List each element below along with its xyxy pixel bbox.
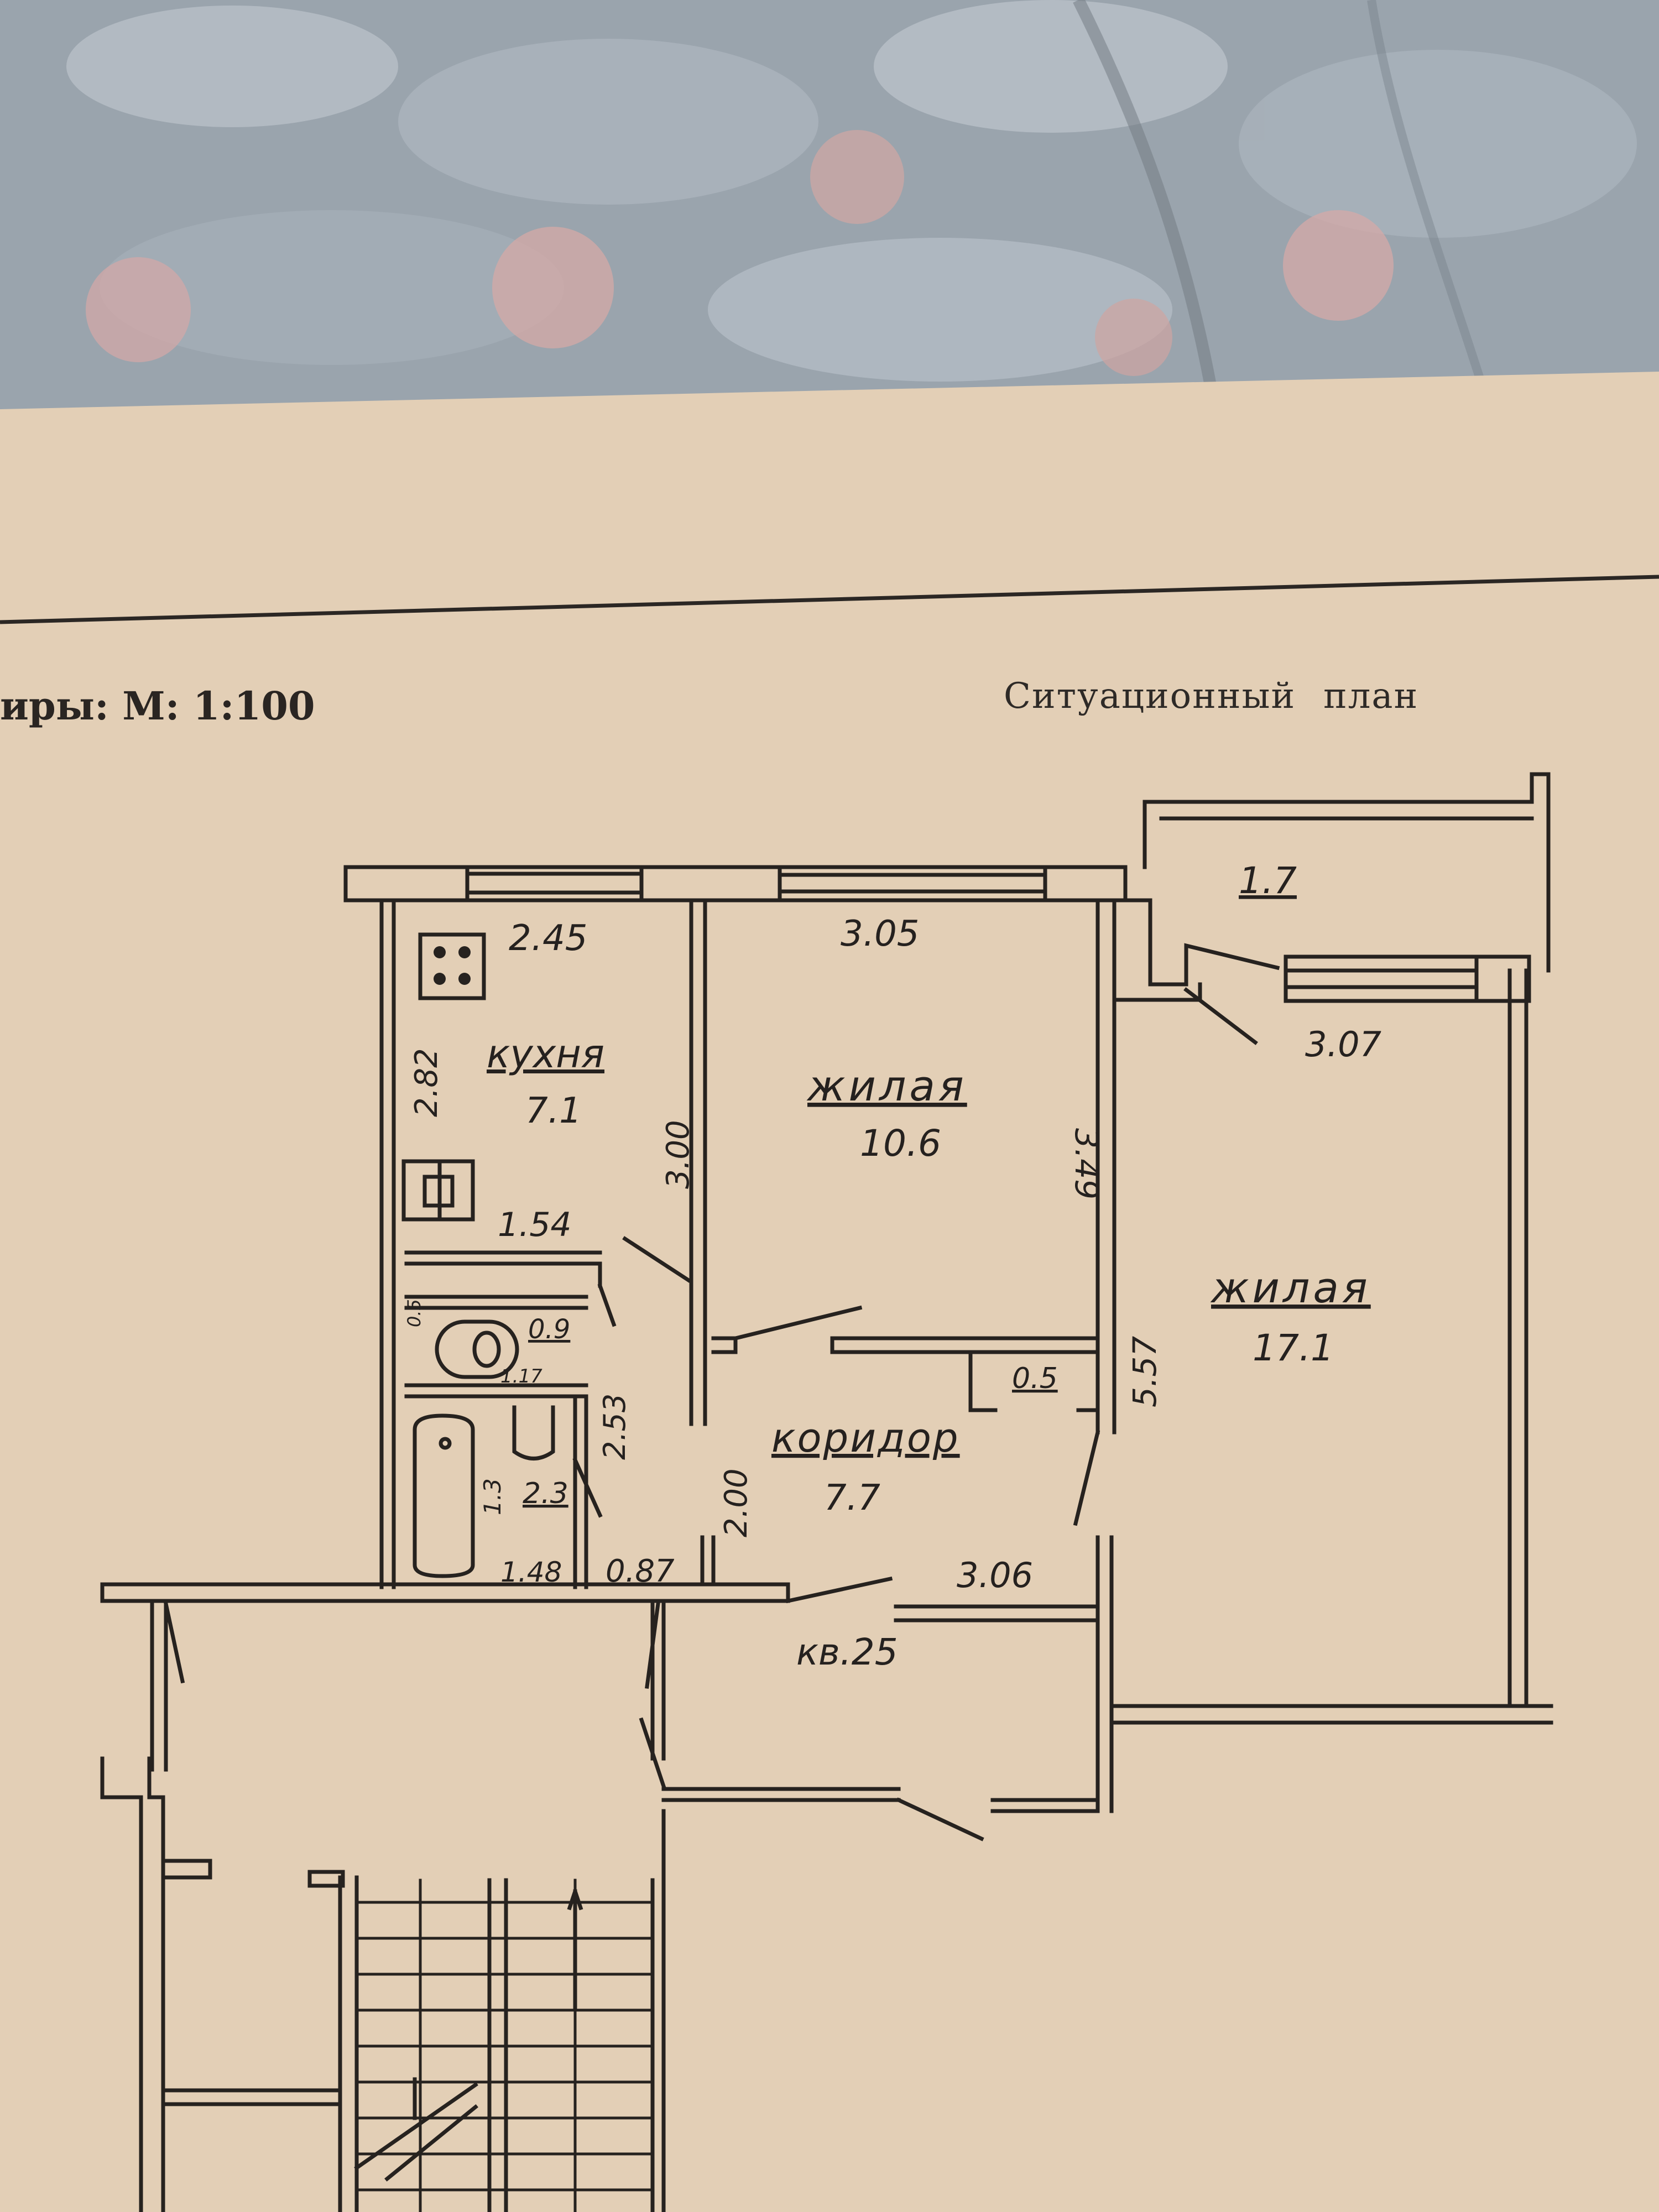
living-small-name-label: жилая	[806, 1061, 967, 1110]
stair-treads	[355, 1879, 654, 2212]
wc-depth-label: 0.5	[404, 1299, 425, 1327]
large-room-depth-label: 5.57	[1126, 1336, 1164, 1407]
kitchen-length-label: 2.82	[409, 1048, 445, 1117]
closet-area-label: 0.5	[1012, 1362, 1058, 1395]
entry-width-label: 3.06	[957, 1555, 1033, 1595]
room-depth-label: 3.49	[1068, 1128, 1105, 1199]
wc-area-label: 0.9	[528, 1314, 570, 1345]
corridor-seg-label: 0.87	[606, 1553, 675, 1589]
scale-label: иры: М: 1:100	[0, 683, 315, 729]
large-room-walls	[1112, 968, 1553, 1725]
balcony-area-label: 1.7	[1239, 859, 1297, 902]
kitchen-name-label: кухня	[487, 1031, 604, 1077]
room-lower-partition	[711, 1305, 1100, 1354]
bathtub-icon	[413, 1413, 475, 1578]
living-small-area-label: 10.6	[860, 1122, 941, 1165]
stove-icon	[418, 932, 486, 1000]
bath-side-label: 1.3	[479, 1478, 506, 1515]
bath-width-label: 1.48	[500, 1556, 562, 1588]
apartment-number-label: кв.25	[796, 1631, 898, 1673]
washbasin-icon	[512, 1405, 555, 1460]
corridor-bottom-wall	[100, 1535, 1100, 1623]
balcony	[1112, 772, 1551, 1045]
bath-depth-label: 2.53	[597, 1394, 632, 1460]
plan-title-word-2: план	[1323, 676, 1419, 717]
room-width-label: 3.05	[841, 914, 920, 954]
living-large-area-label: 17.1	[1253, 1327, 1334, 1369]
top-exterior-wall	[343, 865, 1128, 902]
corridor-len-label: 2.00	[718, 1468, 754, 1537]
corridor-door	[661, 1430, 1114, 1841]
kitchen-width-label: 2.45	[509, 918, 588, 959]
sink-icon	[401, 1159, 475, 1222]
living-large-name-label: жилая	[1210, 1263, 1371, 1312]
hall-width-label: 1.54	[498, 1206, 572, 1244]
balcony-width-label: 3.07	[1305, 1024, 1381, 1065]
header-rule	[0, 575, 1659, 624]
bathroom-walls	[404, 1261, 617, 1589]
living-room-right-wall	[1095, 898, 1117, 1434]
kitchen-area-label: 7.1	[525, 1091, 582, 1131]
plan-title-word-1: Ситуационный	[1004, 676, 1296, 717]
toilet-icon	[435, 1319, 519, 1379]
kitchen-walls	[379, 898, 707, 1589]
corridor-name-label: коридор	[771, 1415, 960, 1461]
wc-width-label: 1.17	[500, 1365, 542, 1387]
kitchen-wall-label: 3.00	[660, 1120, 696, 1189]
closet-walls	[968, 1350, 1100, 1412]
bath-area-label: 2.3	[523, 1477, 568, 1510]
plan-title: Ситуационный план	[1004, 676, 1418, 717]
corridor-area-label: 7.7	[824, 1478, 880, 1519]
stairwell	[100, 1599, 666, 2212]
fabric-background	[0, 0, 1659, 420]
stove-burners	[434, 946, 471, 985]
